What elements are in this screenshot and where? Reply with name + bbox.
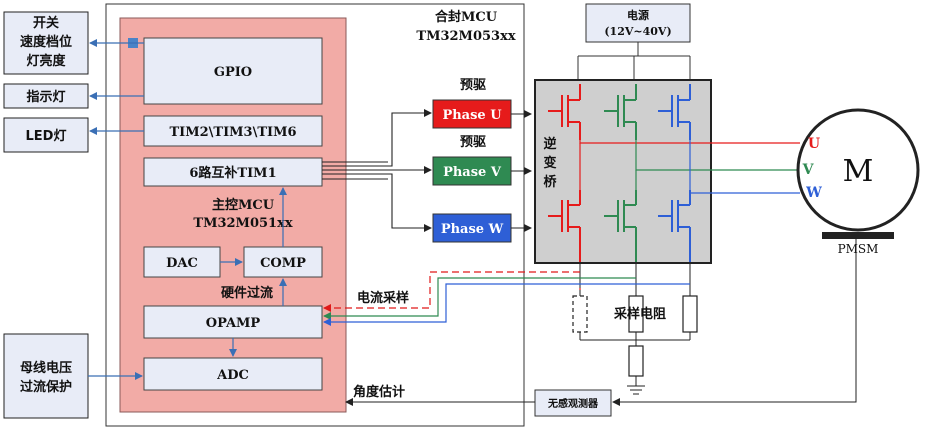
mosfet-w-high <box>658 84 691 140</box>
adc-block: ADC <box>143 357 323 391</box>
sealed-mcu-frame <box>105 3 525 427</box>
phase-w-driver: Phase W <box>432 213 512 243</box>
predrive-label-2: 预驱 <box>460 135 486 150</box>
led-block: LED灯 <box>3 117 89 153</box>
phase-v-label: Phase V <box>443 165 502 180</box>
indicator-block: 指示灯 <box>3 83 89 109</box>
dac-label: DAC <box>166 256 198 271</box>
bus-protect-block: 母线电压 过流保护 <box>3 333 89 419</box>
tim1-block: 6路互补TIM1 <box>143 157 323 187</box>
main-mcu-title: 主控MCU <box>212 197 275 213</box>
adc-label: ADC <box>216 368 249 383</box>
observer-wiring <box>345 239 857 406</box>
motor-symbol: M U V W PMSM <box>796 108 920 256</box>
tims-block: TIM2\TIM3\TIM6 <box>143 115 323 147</box>
bus-protect-line1: 母线电压 <box>20 360 72 376</box>
led-label: LED灯 <box>26 128 67 144</box>
mosfet-u-low <box>548 190 581 262</box>
left-arrows <box>88 39 144 380</box>
power-rail <box>577 42 691 80</box>
io-input-block: 开关 速度档位 灯亮度 <box>3 11 89 75</box>
comp-label: COMP <box>260 256 306 271</box>
tims-label: TIM2\TIM3\TIM6 <box>169 125 296 140</box>
motor-letter: M <box>843 154 874 189</box>
driver-to-inverter <box>511 110 532 232</box>
shunt-label: 采样电阻 <box>613 306 666 322</box>
sealed-mcu-part: TM32M053xx <box>416 29 515 44</box>
motor-u: U <box>808 136 820 152</box>
current-sample-label: 电流采样 <box>357 290 409 306</box>
opamp-block: OPAMP <box>143 305 323 339</box>
motor-v: V <box>802 162 815 178</box>
phase-output-lines <box>579 140 800 194</box>
power-range: (12V~40V) <box>604 25 671 38</box>
tim1-label: 6路互补TIM1 <box>189 165 276 181</box>
current-sample-lines <box>323 271 690 326</box>
main-mcu-part: TM32M051xx <box>193 216 292 231</box>
io-input-line1: 开关 <box>33 15 59 31</box>
internal-arrows <box>220 187 287 357</box>
opamp-label: OPAMP <box>206 316 261 331</box>
shunt-wiring <box>579 262 691 395</box>
motor-w: W <box>805 185 822 201</box>
power-label: 电源 <box>627 8 649 22</box>
predrive-label-1: 预驱 <box>460 78 486 93</box>
observer-block: 无感观测器 <box>534 389 612 417</box>
phase-u-driver: Phase U <box>432 99 512 129</box>
angle-estimate-label: 角度估计 <box>353 384 405 400</box>
inverter-char-2: 变 <box>543 155 556 171</box>
dac-block: DAC <box>143 246 221 278</box>
io-input-line3: 灯亮度 <box>26 53 66 69</box>
comp-block: COMP <box>243 246 323 278</box>
mosfet-v-high <box>604 84 637 140</box>
io-input-line2: 速度档位 <box>20 34 72 50</box>
pwm-lines <box>322 109 432 232</box>
indicator-label: 指示灯 <box>26 89 65 105</box>
inverter-char-1: 逆 <box>543 136 556 152</box>
phase-w-label: Phase W <box>441 222 504 237</box>
phase-u-label: Phase U <box>442 108 502 123</box>
observer-label: 无感观测器 <box>547 397 599 410</box>
inverter-char-3: 桥 <box>543 174 557 190</box>
mosfet-u-high <box>548 84 581 140</box>
motor-type: PMSM <box>838 242 879 256</box>
mosfet-v-low <box>604 190 637 262</box>
sealed-mcu-title: 合封MCU <box>435 9 498 25</box>
phase-v-driver: Phase V <box>432 156 512 186</box>
hw-overcurrent-label: 硬件过流 <box>221 285 273 301</box>
gpio-block: GPIO <box>143 37 323 105</box>
bus-protect-line2: 过流保护 <box>20 379 72 395</box>
power-supply-block: 电源 (12V~40V) <box>585 3 691 43</box>
mosfet-w-low <box>658 190 691 262</box>
gpio-label: GPIO <box>214 65 252 80</box>
